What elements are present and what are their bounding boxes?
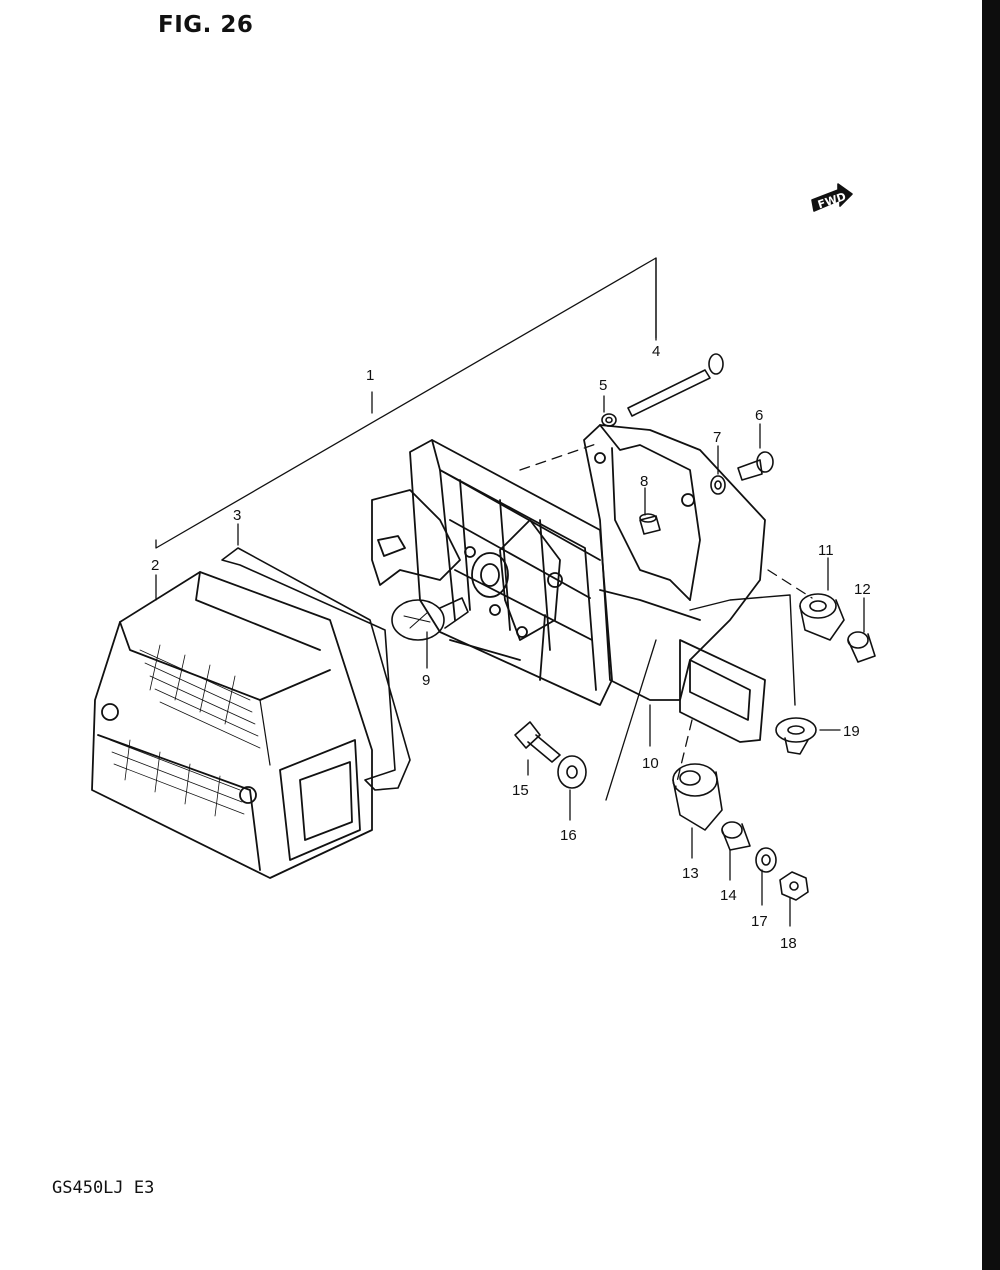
callout-14: 14 (720, 887, 737, 904)
grommet-part-11 (799, 593, 845, 641)
callout-12: 12 (854, 581, 871, 598)
bulb-part-9 (391, 597, 469, 641)
figure-title: FIG. 26 (158, 12, 254, 38)
callout-8: 8 (640, 473, 648, 490)
tail-lamp-lens-part-2 (91, 571, 373, 879)
washer-part-7 (710, 475, 726, 495)
washer-part-5 (601, 413, 617, 427)
gasket-part-3 (221, 547, 411, 791)
clip-part-19 (775, 717, 817, 755)
bolt-part-15 (514, 721, 561, 763)
callout-6: 6 (755, 407, 763, 424)
svg-text:FWD: FWD (816, 190, 847, 211)
callout-15: 15 (512, 782, 529, 799)
callout-16: 16 (560, 827, 577, 844)
washer-part-17 (755, 847, 777, 873)
washer-part-16 (557, 755, 587, 789)
callout-17: 17 (751, 913, 768, 930)
callout-labels: 1 2 3 4 5 6 7 8 9 10 11 12 13 14 15 16 1… (151, 343, 871, 952)
callout-10: 10 (642, 755, 659, 772)
bracket-part-10 (583, 424, 796, 743)
page-edge-bar (982, 0, 1000, 1270)
callout-1: 1 (366, 367, 374, 384)
callout-4: 4 (652, 343, 660, 360)
long-bolt-part-4 (627, 353, 724, 417)
nut-part-18 (779, 871, 809, 901)
callout-18: 18 (780, 935, 797, 952)
fwd-arrow-icon: FWD (811, 183, 853, 212)
collar-part-14 (721, 821, 751, 851)
callout-9: 9 (422, 672, 430, 689)
assembly-leader-lines (155, 257, 865, 927)
callout-19: 19 (843, 723, 860, 740)
callout-5: 5 (599, 377, 607, 394)
model-code: GS450LJ E3 (52, 1178, 155, 1198)
callout-13: 13 (682, 865, 699, 882)
bolt-part-6 (737, 451, 774, 481)
callout-3: 3 (233, 507, 241, 524)
spacer-part-8 (639, 513, 661, 535)
callout-11: 11 (818, 542, 834, 559)
callout-7: 7 (713, 429, 721, 446)
grommet-part-13 (672, 763, 723, 831)
collar-part-12 (847, 631, 876, 663)
callout-2: 2 (151, 557, 159, 574)
lamp-housing-base (371, 439, 613, 706)
